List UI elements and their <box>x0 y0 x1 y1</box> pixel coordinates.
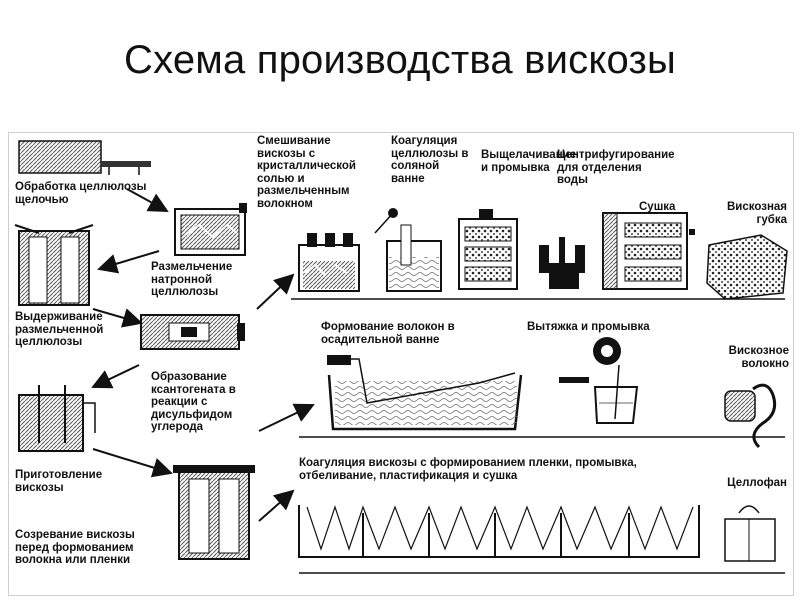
label-shredding: Размельчение натронной целлюлозы <box>151 261 233 298</box>
diagram-artwork <box>14 140 788 574</box>
viscose-mixer-equipment <box>18 385 96 452</box>
film-bath-tanks <box>298 505 700 558</box>
row-divider-lines <box>291 298 785 574</box>
xanthation-equipment <box>140 314 245 350</box>
sponge-mixing-tank <box>298 233 360 292</box>
spinning-bath <box>327 355 523 431</box>
label-xanthation: Образование ксантогената в реакции с дис… <box>151 371 236 433</box>
drying-cabinet <box>602 212 695 290</box>
slide-title: Схема производства вискозы <box>124 38 676 82</box>
label-salt-coagulation: Коагуляция целлюлозы в соляной ванне <box>391 135 469 185</box>
label-alkali-treatment: Обработка целлюлозы щелочью <box>15 181 147 206</box>
flow-arrows <box>91 188 315 522</box>
centrifuge-unit <box>539 237 585 289</box>
label-fiber-forming: Формование волокон в осадительной ванне <box>321 321 455 346</box>
label-ripening: Созревание вискозы перед формованием вол… <box>15 529 135 566</box>
label-cellophane: Целлофан <box>727 477 787 489</box>
label-viscose-prep: Приготовление вискозы <box>15 469 103 494</box>
leaching-rack <box>458 209 518 290</box>
drawing-washing-unit <box>559 337 639 424</box>
label-aging: Выдерживание размельченной целлюлозы <box>15 311 104 348</box>
label-leaching: Выщелачивание и промывка <box>481 149 577 174</box>
label-viscose-fiber: Вискозное волокно <box>728 345 789 370</box>
label-film-process: Коагуляция вискозы с формированием пленк… <box>299 457 637 482</box>
aging-chamber-equipment <box>14 224 94 306</box>
alkali-treatment-equipment <box>18 140 151 175</box>
viscose-sponge-product <box>706 234 788 300</box>
label-drawing-washing: Вытяжка и промывка <box>527 321 650 333</box>
production-diagram: Обработка целлюлозы щелочью Размельчение… <box>8 132 794 596</box>
label-drying: Сушка <box>639 201 676 213</box>
label-centrifuge: Центрифугирование для отделения воды <box>557 149 675 186</box>
label-viscose-sponge: Вискозная губка <box>726 201 787 226</box>
salt-bath-tank <box>374 208 442 292</box>
shredder-equipment <box>174 203 247 256</box>
ripening-tank-equipment <box>173 465 255 560</box>
viscose-fiber-product <box>724 383 777 449</box>
cellophane-package-product <box>724 505 776 562</box>
label-mixing: Смешивание вискозы с кристаллической сол… <box>257 135 356 210</box>
